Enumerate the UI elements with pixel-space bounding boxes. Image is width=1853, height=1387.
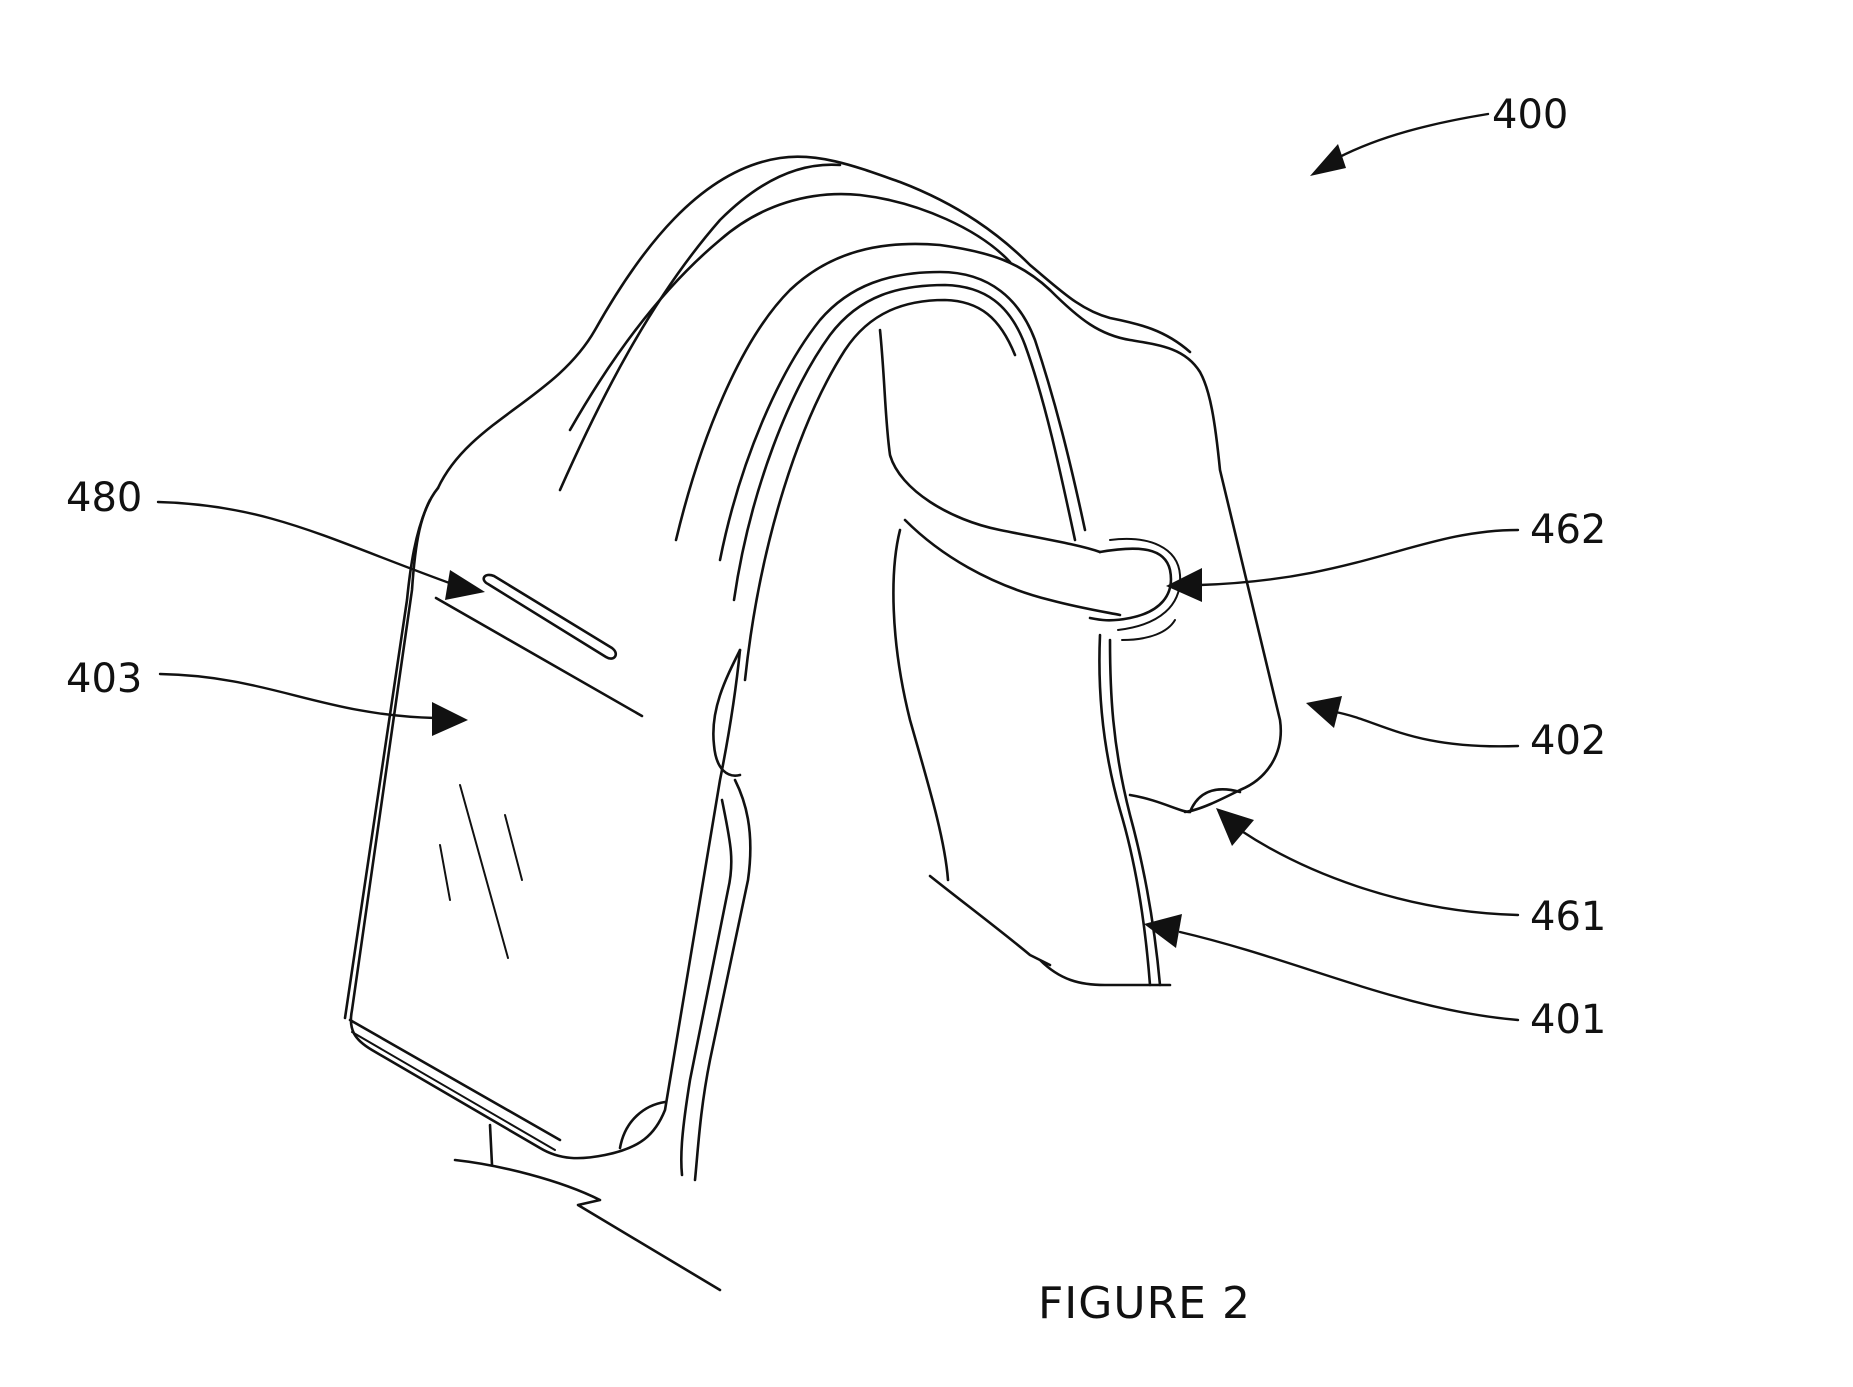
leader-400 bbox=[1328, 112, 1490, 164]
label-480: 480 bbox=[66, 475, 142, 521]
arrowhead-461 bbox=[1216, 808, 1254, 846]
reference-labels: 400 480 403 462 402 461 401 bbox=[66, 92, 1606, 1043]
band-left-cut bbox=[453, 1158, 722, 1292]
label-400: 400 bbox=[1492, 92, 1568, 138]
band-arch-groove-2 bbox=[674, 242, 1052, 542]
arrowhead-462 bbox=[1166, 568, 1202, 602]
tab-upper-rim-2 bbox=[1121, 619, 1176, 641]
label-402: 402 bbox=[1530, 718, 1606, 764]
band-arch-inner-2 bbox=[732, 283, 1077, 602]
figure-caption: FIGURE 2 bbox=[1038, 1278, 1251, 1329]
display-top-edge bbox=[434, 596, 644, 718]
band-right-inner-edge bbox=[892, 528, 950, 882]
band-arch-outer-2 bbox=[558, 163, 842, 492]
band-right-lower-2 bbox=[1108, 638, 1162, 987]
band-left-notch bbox=[712, 648, 742, 777]
leader-401 bbox=[1178, 930, 1520, 1022]
device-drawing bbox=[343, 155, 1283, 1292]
arrowhead-402 bbox=[1306, 696, 1342, 728]
left-module-outline bbox=[349, 486, 742, 1160]
left-module-edge bbox=[343, 498, 432, 1020]
band-left-lower bbox=[693, 778, 752, 1182]
leader-461 bbox=[1238, 828, 1520, 917]
arrowhead-401 bbox=[1144, 914, 1182, 948]
glare-line-3 bbox=[439, 844, 451, 901]
leader-402 bbox=[1333, 710, 1520, 748]
label-461: 461 bbox=[1530, 894, 1606, 940]
band-arch-outer bbox=[436, 155, 1192, 490]
strip-slot bbox=[482, 573, 618, 660]
leaders bbox=[156, 112, 1520, 1022]
band-right-cut bbox=[928, 874, 1172, 987]
leader-462 bbox=[1198, 528, 1520, 587]
right-module-face bbox=[878, 328, 1102, 554]
right-module-bottom-notch bbox=[1128, 788, 1242, 814]
tab-upper bbox=[1088, 547, 1173, 622]
display-bottom-edge bbox=[348, 1018, 562, 1142]
leader-403 bbox=[158, 672, 437, 720]
band-arch-inner bbox=[718, 270, 1087, 562]
glare-line-1 bbox=[459, 784, 509, 959]
label-401: 401 bbox=[1530, 997, 1606, 1043]
right-module-outline bbox=[1048, 288, 1283, 814]
label-462: 462 bbox=[1530, 507, 1606, 553]
right-module-underside bbox=[903, 518, 1122, 617]
display-bottom-edge-2 bbox=[351, 1031, 556, 1151]
arrowhead-403 bbox=[432, 702, 468, 736]
arrowhead-400 bbox=[1310, 144, 1346, 176]
label-403: 403 bbox=[66, 656, 142, 702]
band-left-lower-2 bbox=[679, 798, 733, 1177]
arrowhead-480 bbox=[445, 570, 485, 600]
leader-480 bbox=[156, 500, 457, 587]
left-module-bump bbox=[618, 1100, 667, 1150]
glare-line-2 bbox=[504, 814, 523, 881]
band-left-cut-2 bbox=[488, 1123, 494, 1167]
tab-upper-rim bbox=[1109, 538, 1182, 631]
band-arch-inner-3 bbox=[743, 298, 1017, 682]
band-arch-groove bbox=[568, 192, 1012, 432]
band-right-lower bbox=[1098, 633, 1152, 987]
